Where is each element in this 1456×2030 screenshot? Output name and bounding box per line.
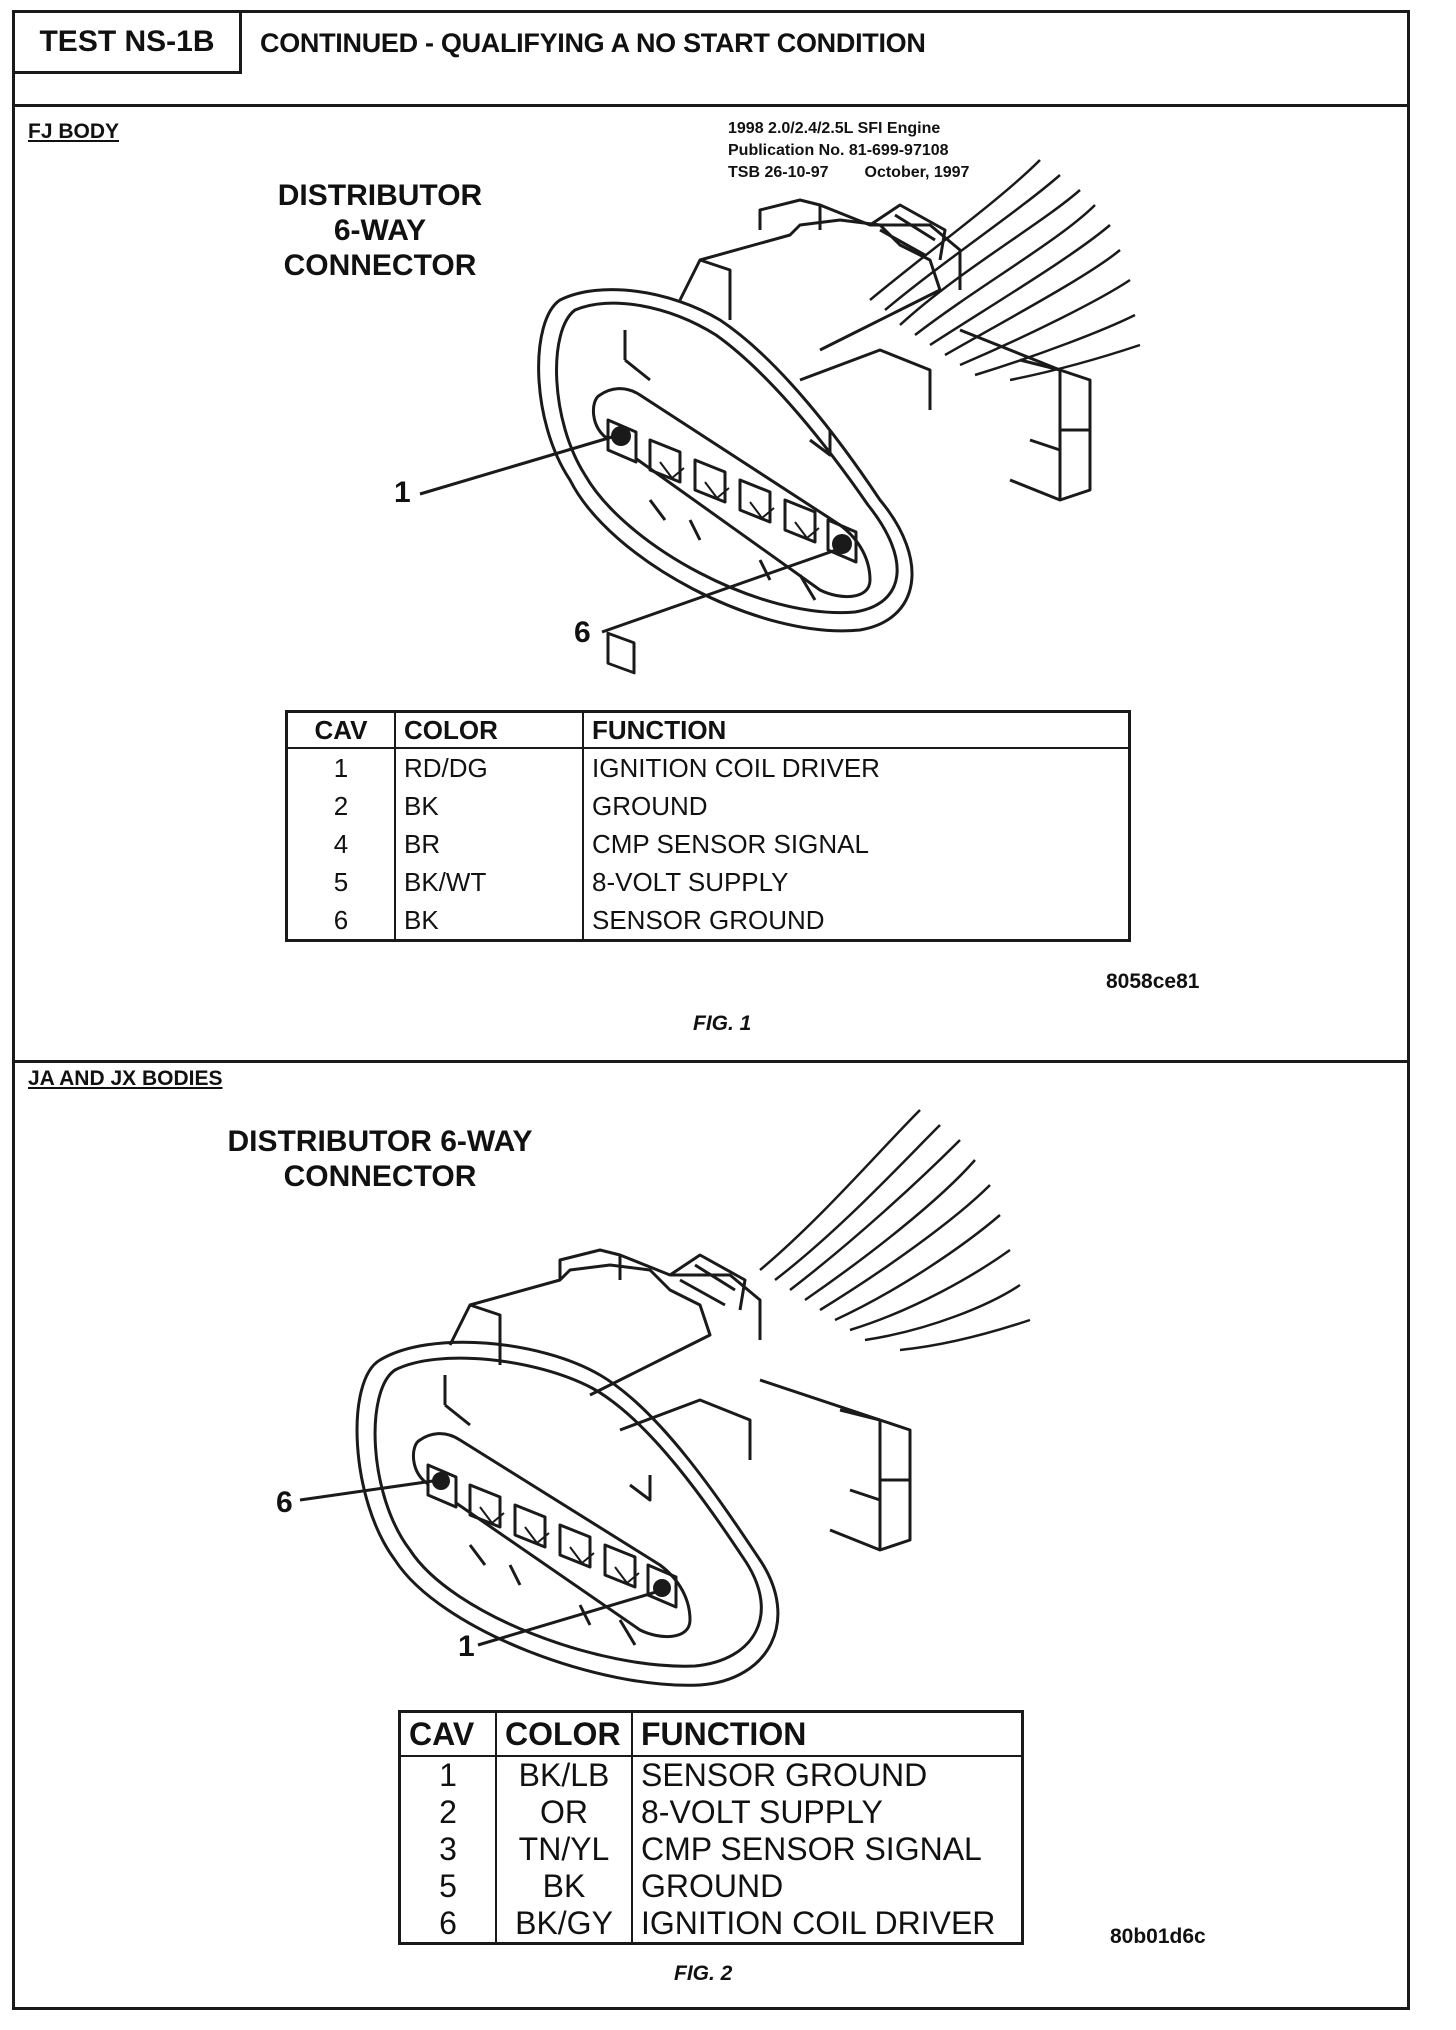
figure2-connector-drawing: [355, 1109, 1031, 1687]
cav-cell: 1: [398, 1756, 497, 1794]
figure2-leader-6: [299, 1479, 434, 1502]
figure2-pin-6-dot: [432, 1472, 450, 1490]
function-cell: CMP SENSOR SIGNAL: [582, 825, 1131, 863]
table-row: 6 BK/GY IGNITION COIL DRIVER: [398, 1905, 1024, 1944]
figure2-callout-pin-1: 1: [458, 1630, 475, 1663]
figure2-face: [411, 1432, 692, 1639]
color-cell: BK/WT: [394, 863, 584, 901]
color-cell: OR: [495, 1794, 633, 1831]
publication-line-2: Publication No. 81-699-97108: [728, 142, 949, 159]
figure1-title-line-1: DISTRIBUTOR: [277, 179, 483, 212]
cav-cell: 2: [285, 787, 396, 825]
color-cell: BK: [394, 787, 584, 825]
table-row: 1 BK/LB SENSOR GROUND: [398, 1756, 1024, 1794]
color-cell: TN/YL: [495, 1831, 633, 1868]
section-label-ja-jx-bodies: JA AND JX BODIES: [28, 1067, 223, 1090]
figure1-col-cav: CAV: [285, 710, 396, 749]
color-cell: BK: [495, 1868, 633, 1905]
figure1-face: [591, 387, 872, 599]
figure1-wire-bundle: [869, 159, 1141, 382]
figure1-title: DISTRIBUTOR 6-WAY CONNECTOR: [230, 178, 530, 283]
figure1-ref-code: 8058ce81: [1106, 970, 1200, 993]
figure1-leader-1: [419, 435, 613, 496]
section-divider: [12, 1060, 1410, 1063]
figure2-pinout-table: CAV COLOR FUNCTION 1 BK/LB SENSOR GROUND…: [398, 1710, 1024, 1945]
figure2-col-cav: CAV: [398, 1710, 497, 1757]
figure2-leader-1: [477, 1590, 657, 1647]
figure1-pin-1-dot: [611, 426, 631, 446]
figure2-title: DISTRIBUTOR 6-WAY CONNECTOR: [190, 1124, 570, 1194]
cav-cell: 2: [398, 1794, 497, 1831]
function-cell: 8-VOLT SUPPLY: [631, 1794, 1024, 1831]
test-id-box: TEST NS-1B: [15, 13, 242, 74]
figure2-col-function: FUNCTION: [631, 1710, 1024, 1757]
table-row: 5 BK/WT 8-VOLT SUPPLY: [285, 863, 1131, 901]
figure1-col-color: COLOR: [394, 710, 584, 749]
function-cell: GROUND: [631, 1868, 1024, 1905]
figure1-title-line-3: CONNECTOR: [283, 249, 477, 282]
figure1-col-function: FUNCTION: [582, 710, 1131, 749]
page-frame: [12, 10, 1410, 2010]
figure2-pin-1-dot: [653, 1579, 671, 1597]
figure2-title-line-1: DISTRIBUTOR 6-WAY: [227, 1125, 533, 1158]
figure2-ref-code: 80b01d6c: [1110, 1925, 1206, 1948]
figure2-callout-pin-6: 6: [276, 1486, 293, 1519]
publication-line-1: 1998 2.0/2.4/2.5L SFI Engine: [728, 120, 941, 137]
table-row: 6 BK SENSOR GROUND: [285, 901, 1131, 941]
figure1-table-header-row: CAV COLOR FUNCTION: [285, 710, 1131, 749]
cav-cell: 5: [398, 1868, 497, 1905]
function-cell: 8-VOLT SUPPLY: [582, 863, 1131, 901]
publication-info: 1998 2.0/2.4/2.5L SFI Engine Publication…: [728, 118, 969, 184]
cav-cell: 6: [398, 1905, 497, 1944]
figure2-table-header-row: CAV COLOR FUNCTION: [398, 1710, 1024, 1757]
function-cell: SENSOR GROUND: [631, 1756, 1024, 1794]
color-cell: BK: [394, 901, 584, 941]
table-row: 2 BK GROUND: [285, 787, 1131, 825]
cav-cell: 6: [285, 901, 396, 941]
table-row: 2 OR 8-VOLT SUPPLY: [398, 1794, 1024, 1831]
publication-tsb: TSB 26-10-97: [728, 164, 829, 181]
table-row: 1 RD/DG IGNITION COIL DRIVER: [285, 748, 1131, 787]
color-cell: RD/DG: [394, 748, 584, 787]
figure1-callout-pin-1: 1: [394, 476, 411, 509]
figure1-leader-6: [601, 548, 837, 634]
test-id: TEST NS-1B: [39, 25, 215, 58]
figure2-caption: FIG. 2: [674, 1962, 733, 1985]
page-title: CONTINUED - QUALIFYING A NO START CONDIT…: [260, 28, 926, 58]
figure1-callout-pin-6: 6: [574, 616, 591, 649]
figure1-pinout-table: CAV COLOR FUNCTION 1 RD/DG IGNITION COIL…: [285, 710, 1131, 942]
color-cell: BK/LB: [495, 1756, 633, 1794]
header-divider: [12, 104, 1410, 107]
function-cell: GROUND: [582, 787, 1131, 825]
figure1-title-line-2: 6-WAY: [333, 214, 427, 247]
function-cell: SENSOR GROUND: [582, 901, 1131, 941]
section-label-fj-body: FJ BODY: [28, 120, 120, 143]
color-cell: BK/GY: [495, 1905, 633, 1944]
figure1-caption: FIG. 1: [693, 1012, 752, 1035]
figure2-title-line-2: CONNECTOR: [283, 1160, 477, 1193]
publication-line-3: TSB 26-10-97 October, 1997: [728, 162, 969, 184]
cav-cell: 1: [285, 748, 396, 787]
function-cell: IGNITION COIL DRIVER: [631, 1905, 1024, 1944]
table-row: 5 BK GROUND: [398, 1868, 1024, 1905]
cav-cell: 5: [285, 863, 396, 901]
function-cell: CMP SENSOR SIGNAL: [631, 1831, 1024, 1868]
figure2-wire-bundle: [759, 1109, 1031, 1352]
figure1-terminals: [606, 631, 636, 675]
color-cell: BR: [394, 825, 584, 863]
table-row: 3 TN/YL CMP SENSOR SIGNAL: [398, 1831, 1024, 1868]
cav-cell: 3: [398, 1831, 497, 1868]
table-row: 4 BR CMP SENSOR SIGNAL: [285, 825, 1131, 863]
publication-date: October, 1997: [864, 164, 970, 181]
cav-cell: 4: [285, 825, 396, 863]
function-cell: IGNITION COIL DRIVER: [582, 748, 1131, 787]
figure2-col-color: COLOR: [495, 1710, 633, 1757]
figure1-pin-6-dot: [832, 534, 852, 554]
